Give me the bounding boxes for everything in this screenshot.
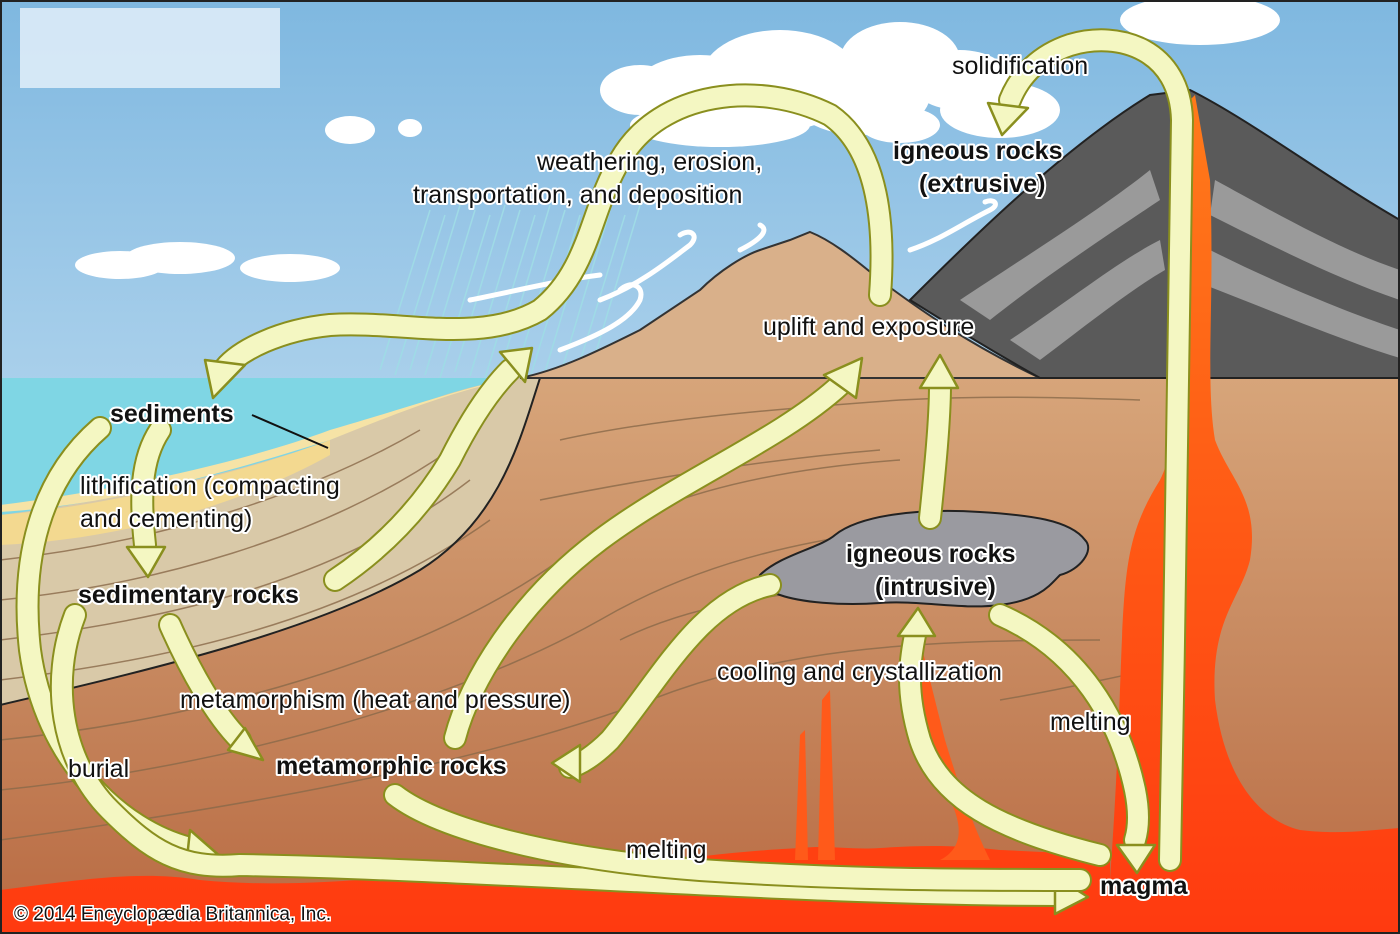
label-magma: magma xyxy=(1100,872,1189,900)
copyright: © 2014 Encyclopædia Britannica, Inc. xyxy=(14,904,331,925)
intrusive-body xyxy=(757,509,1090,608)
cycle-arrows xyxy=(15,28,1194,916)
label-metamorphic-rocks: metamorphic rocks xyxy=(276,752,507,780)
magma-dikes xyxy=(795,640,990,860)
clouds xyxy=(75,0,1280,282)
label-igneous-extrusive: igneous rocks xyxy=(893,137,1063,165)
label-uplift: uplift and exposure xyxy=(763,313,974,341)
sediments-leader xyxy=(251,414,329,449)
label-melting-right: melting xyxy=(1050,708,1131,736)
label-solidification: solidification xyxy=(952,52,1088,80)
label-igneous-intrusive-sub: (intrusive) xyxy=(875,573,996,601)
label-burial: burial xyxy=(68,755,129,783)
label-melting-bottom: melting xyxy=(626,836,707,864)
mountain xyxy=(519,230,1041,379)
label-weathering-line1: weathering, erosion, xyxy=(536,148,762,176)
label-sediments: sediments xyxy=(110,400,234,428)
wedge-boundary xyxy=(0,377,541,706)
label-sedimentary-rocks: sedimentary rocks xyxy=(78,581,299,609)
label-weathering-line2: transportation, and deposition xyxy=(413,181,742,209)
magma-chamber xyxy=(0,95,1400,934)
label-igneous-extrusive-sub: (extrusive) xyxy=(919,170,1045,198)
beach-shore xyxy=(0,440,330,545)
title-box xyxy=(20,8,280,88)
sedimentary-wedge xyxy=(0,378,540,705)
label-igneous-intrusive: igneous rocks xyxy=(846,540,1016,568)
wind-swirls xyxy=(467,198,998,353)
volcano-layers xyxy=(960,170,1400,360)
label-cooling: cooling and crystallization xyxy=(717,658,1002,686)
label-metamorphism: metamorphism (heat and pressure) xyxy=(180,686,570,714)
label-lithification-line1: lithification (compacting xyxy=(80,472,340,500)
label-lithification-line2: and cementing) xyxy=(80,505,252,533)
